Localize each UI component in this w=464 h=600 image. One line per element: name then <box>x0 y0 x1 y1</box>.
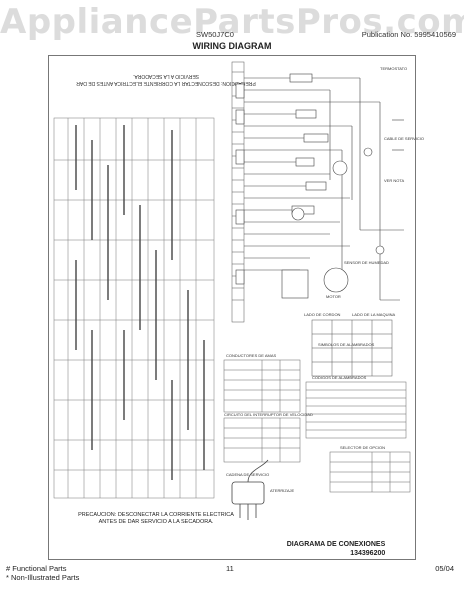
switch-symbols <box>235 83 245 285</box>
footer-functional: # Functional Parts <box>6 564 67 573</box>
table-title-simbolos: SIMBOLOS DE ALAMBRADOS <box>318 342 375 347</box>
timer-chart-grid <box>53 117 215 499</box>
label-aterrizaje: ATERRIZAJE <box>270 488 294 493</box>
codigo-table-lines <box>305 381 407 439</box>
diagram-title: DIAGRAMA DE CONEXIONES <box>286 541 386 548</box>
model-number: SW50J7C0 <box>196 30 234 39</box>
label-lado-maquina: LADO DE LA MAQUINA <box>352 312 395 317</box>
label-lado-cordon: LADO DE CORDON <box>304 312 341 317</box>
page-title: WIRING DIAGRAM <box>192 41 272 51</box>
diagram-number: 134396200 <box>350 550 386 557</box>
table-title-codigo: CODIGOS DE ALAMBRADOS <box>312 375 367 380</box>
label-sensor: SENSOR DE HUMEDAD <box>344 260 389 265</box>
footer-non-illustrated: * Non-Illustrated Parts <box>6 573 80 582</box>
label-ver-nota: VER NOTA <box>384 178 404 183</box>
footer-date: 05/04 <box>435 564 454 573</box>
label-motor: MOTOR <box>326 294 341 299</box>
table-title-circuito: CIRCUITO DEL INTERRUPTOR DE VELOCIDAD <box>224 412 313 417</box>
label-cadena-servicio: CADENA DE SERVICIO <box>226 472 269 477</box>
diagram-frame <box>48 55 416 560</box>
selector-table-lines <box>329 451 411 493</box>
timer-chart-bars <box>75 125 205 480</box>
footer-legend: # Functional Parts * Non-Illustrated Par… <box>6 564 79 582</box>
caution-bottom: PRECAUCION: DESCONECTAR LA CORRIENTE ELE… <box>78 512 234 525</box>
watermark: AppliancePartsPros.com <box>0 2 464 42</box>
connection-block <box>311 319 393 377</box>
table-title-selector: SELECTOR DE OPCION <box>340 445 385 450</box>
plug-drawing <box>231 459 269 520</box>
schematic-components <box>281 73 404 299</box>
page-number: 11 <box>226 564 234 573</box>
diagram-title-block: DIAGRAMA DE CONEXIONES 134396200 <box>287 540 386 558</box>
label-cable-servicio: CABLE DE SERVICIO <box>384 136 424 141</box>
middle-tables-lines <box>223 359 301 463</box>
publication-number: Publication No. 5995410569 <box>361 30 456 39</box>
table-title-amas: CONDUCTORES DE AMAS <box>226 353 276 358</box>
label-termostato: TERMOSTATO <box>380 66 407 71</box>
